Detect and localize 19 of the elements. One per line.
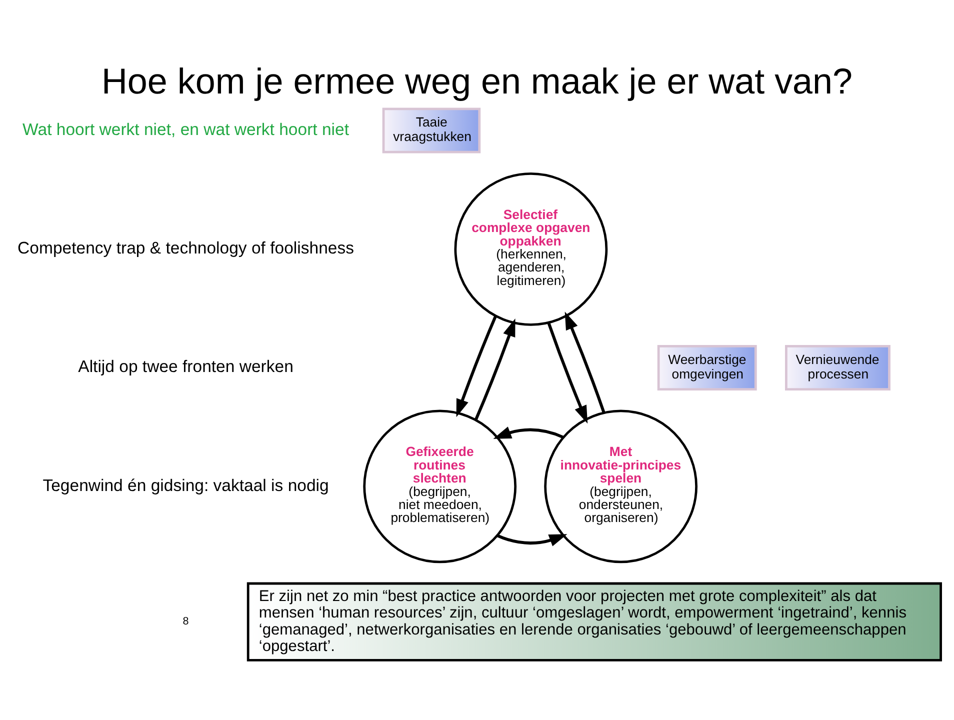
node-circle: Gefixeerde routines slechten (begrijpen, niet meedoen, problematiseren) xyxy=(363,410,517,564)
node-box: Weerbarstige omgevingen xyxy=(657,345,757,391)
arrow xyxy=(547,322,588,424)
node-box: Taaie vraagstukken xyxy=(382,108,481,154)
arrow xyxy=(493,426,564,439)
node-circle: Met innovatie-principes spelen (begrijpen, ondersteunen, organiseren) xyxy=(544,410,698,564)
label: Competency trap & technology of foolishness xyxy=(18,238,354,258)
node-box: Vernieuwende processen xyxy=(785,345,890,391)
node-circle: Selectief complexe opgaven oppakken (herkennen, agenderen, legitimeren) xyxy=(454,172,608,326)
node-box: Er zijn net zo min “best practice antwoorden voor projecten met grote complexiteit” als dat mensen ‘human resources’ zijn, cultuur ‘omgeslagen’ wordt, empowerment ‘ingetraind’, kennis ‘gemanaged’, netwerkorganisaties en lerende organisaties ‘gebouwd’ of leergemeenschappen ‘opgestart’. xyxy=(246,582,942,662)
arrow xyxy=(474,318,516,420)
label: 8 xyxy=(182,615,189,628)
label: Tegenwind én gidsing: vaktaal is nodig xyxy=(42,476,329,495)
arrow xyxy=(496,534,568,546)
arrow xyxy=(456,316,498,418)
arrow xyxy=(564,312,606,414)
diagram-title: Hoe kom je ermee weg en maak je er wat van? xyxy=(101,60,853,102)
label: Wat hoort werkt niet, en wat werkt hoort niet xyxy=(22,120,350,139)
label: Altijd op twee fronten werken xyxy=(78,357,294,376)
